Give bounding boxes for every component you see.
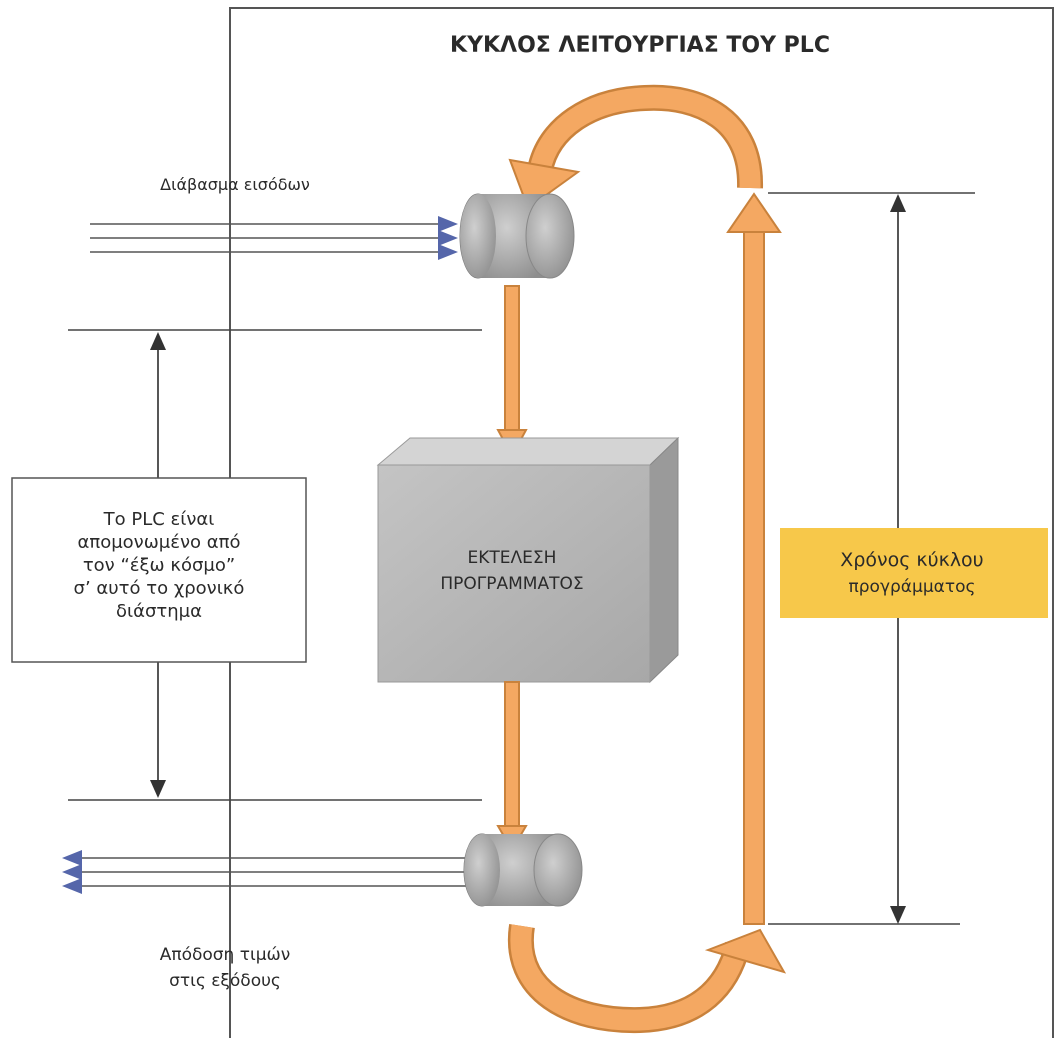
loop-arrow-top [508,84,764,210]
isolation-note-line-4: σ’ αυτό το χρονικό [73,578,245,600]
program-execution-block: ΕΚΤΕΛΕΣΗ ΠΡΟΓΡΑΜΜΑΤΟΣ [376,436,680,684]
loop-arrow-vertical [726,192,782,925]
program-block-line-1: ΕΚΤΕΛΕΣΗ [468,548,557,568]
arrow-program-to-output [496,681,528,852]
program-block-line-2: ΠΡΟΓΡΑΜΜΑΤΟΣ [440,574,583,594]
input-signal-arrows [90,216,458,260]
output-write-label-line-1: Απόδοση τιμών [160,945,291,965]
cycle-time-box [780,528,1048,618]
isolation-note-line-2: απομονωμένο από [77,532,241,554]
arrow-input-to-program [496,285,528,459]
output-signal-arrows [62,850,480,894]
loop-arrow-bottom [507,924,787,1034]
output-write-label-line-2: στις εξόδους [169,971,281,991]
isolation-note-line-5: διάστημα [116,601,202,623]
isolation-note-text: Το PLC είναι απομονωμένο από τον “έξω κό… [12,508,306,623]
isolation-note-line-1: Το PLC είναι [103,509,215,530]
input-read-cylinder [459,193,575,279]
output-write-cylinder [463,833,583,907]
isolation-note-line-3: τον “έξω κόσμο” [82,555,236,577]
cycle-time-line-1: Χρόνος κύκλου [840,549,983,571]
cycle-time-line-2: προγράμματος [849,577,976,597]
isolation-note-box [11,477,307,663]
diagram-title: ΚΥΚΛΟΣ ΛΕΙΤΟΥΡΓΙΑΣ ΤΟΥ PLC [450,33,830,58]
input-read-label: Διάβασμα εισόδων [160,175,310,194]
